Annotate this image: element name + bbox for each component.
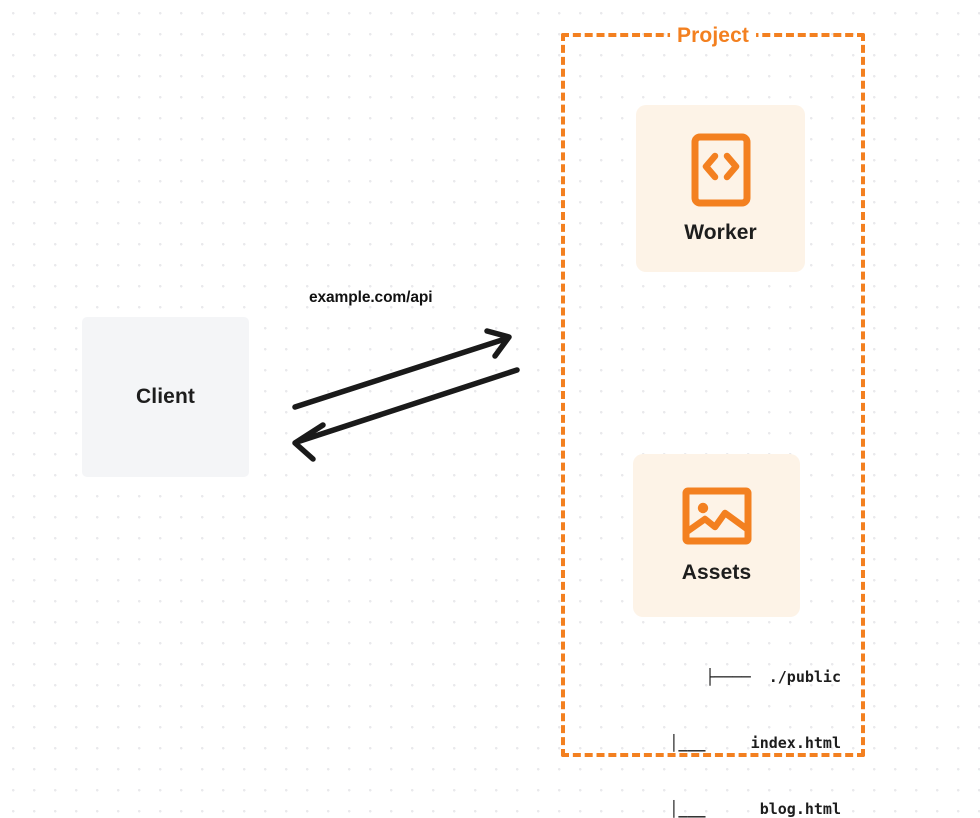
image-landscape-icon bbox=[682, 487, 751, 544]
worker-node[interactable]: Worker bbox=[636, 105, 805, 272]
code-brackets-icon bbox=[691, 133, 750, 206]
client-node-label: Client bbox=[136, 385, 195, 408]
client-node[interactable]: Client bbox=[82, 317, 249, 477]
connection-url-label: example.com/api bbox=[309, 289, 433, 306]
response-arrow bbox=[292, 367, 520, 462]
file-tree-line: │___ blog.html bbox=[669, 800, 841, 818]
file-tree-line: │___ index.html bbox=[669, 734, 841, 752]
assets-node[interactable]: Assets bbox=[633, 454, 800, 617]
file-tree-line: ├──── ./public bbox=[705, 668, 841, 686]
assets-node-label: Assets bbox=[681, 560, 752, 584]
project-container: Project Worker Assets ├──── ./public │__… bbox=[561, 24, 865, 818]
worker-node-label: Worker bbox=[684, 220, 757, 244]
project-title: Project bbox=[670, 24, 756, 48]
request-arrow bbox=[292, 328, 512, 410]
assets-file-tree: ├──── ./public │___ index.html │___ blog… bbox=[599, 622, 841, 818]
